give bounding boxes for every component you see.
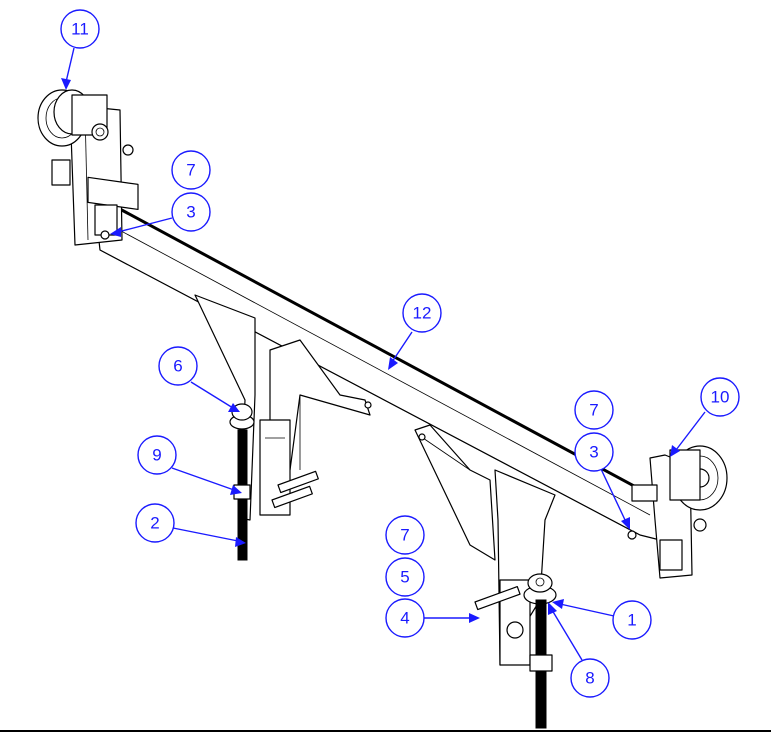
balloon-3-right-label: 3: [589, 443, 598, 462]
balloon-1-label: 1: [627, 611, 636, 630]
left-bracket-assembly: [194, 294, 372, 561]
balloon-11-label: 11: [71, 20, 89, 39]
balloon-8: 8: [548, 602, 610, 698]
balloon-3-top-label: 3: [186, 203, 195, 222]
balloon-7-top-label: 7: [186, 161, 195, 180]
balloon-10-label: 10: [711, 388, 730, 407]
balloon-7-bottom: 7: [385, 515, 425, 555]
balloon-5-label: 5: [400, 568, 409, 587]
balloon-1: 1: [552, 599, 652, 640]
balloon-7-right: 7: [574, 390, 614, 430]
balloon-2: 2: [135, 503, 246, 547]
balloon-4: 4: [385, 598, 480, 638]
balloon-7-right-label: 7: [589, 401, 598, 420]
balloon-11: 11: [60, 9, 100, 90]
balloon-10: 10: [670, 377, 740, 457]
balloon-8-label: 8: [585, 669, 594, 688]
balloon-12-label: 12: [413, 304, 432, 323]
balloon-2-label: 2: [150, 514, 159, 533]
balloon-9-label: 9: [152, 446, 161, 465]
balloon-7-bottom-label: 7: [400, 526, 409, 545]
balloon-5: 5: [385, 557, 425, 597]
balloon-12: 12: [388, 293, 442, 370]
balloon-4-label: 4: [400, 609, 409, 628]
right-end-assembly: [627, 445, 728, 579]
balloon-6: 6: [158, 346, 240, 412]
balloon-3-right: 3: [574, 432, 630, 530]
left-end-assembly: [37, 89, 139, 246]
balloon-7-top: 7: [171, 150, 211, 190]
balloon-6-label: 6: [173, 357, 182, 376]
balloon-9: 9: [137, 435, 242, 495]
right-bracket-assembly: [414, 424, 557, 729]
balloon-3-top: 3: [110, 192, 211, 237]
